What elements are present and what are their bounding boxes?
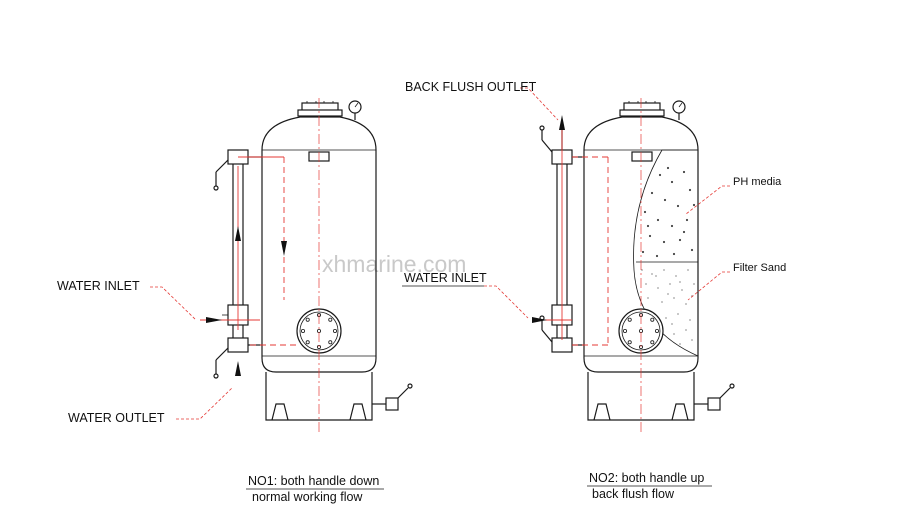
lower-valve-handle xyxy=(213,347,229,379)
upper-valve-handle xyxy=(539,125,553,153)
media-cutaway-outline xyxy=(633,149,699,357)
filter-sand-label: Filter Sand xyxy=(733,262,786,274)
back-flush-outlet-label: BACK FLUSH OUTLET xyxy=(405,80,537,94)
upper-valve-handle xyxy=(213,159,229,191)
tank-skirt xyxy=(265,372,373,421)
ph-media-leader xyxy=(685,185,730,215)
outlet-arrow xyxy=(235,361,241,376)
flow-arrow-down xyxy=(281,241,287,256)
drain-valve-icon xyxy=(694,383,735,411)
top-flange xyxy=(619,101,665,117)
pressure-gauge-icon xyxy=(348,100,362,120)
water-inlet-label: WATER INLET xyxy=(57,279,140,293)
caption-flow: back flush flow xyxy=(592,487,675,501)
inlet-arrow xyxy=(206,317,222,323)
lower-valve-handle xyxy=(539,315,553,343)
nameplate xyxy=(631,151,653,162)
water-inlet-leader xyxy=(150,286,197,321)
tank-skirt xyxy=(587,372,695,421)
ph-media-fill xyxy=(641,166,696,258)
water-outlet-leader xyxy=(176,387,233,420)
ph-media-label: PH media xyxy=(733,176,782,188)
tank-vessel xyxy=(583,116,699,373)
caption-flow: normal working flow xyxy=(252,490,363,504)
tank-diagram-back-flush: BACK FLUSH OUTLET WATER INLET PH media F… xyxy=(402,80,786,501)
water-outlet-label: WATER OUTLET xyxy=(68,411,165,425)
caption-mode: NO1: both handle down xyxy=(248,474,379,488)
pressure-gauge-icon xyxy=(672,100,686,120)
inlet-arrow xyxy=(532,317,547,323)
tank-vessel xyxy=(261,116,377,373)
back-flush-leader xyxy=(520,87,559,121)
flow-arrow-up xyxy=(235,226,241,241)
caption-mode: NO2: both handle up xyxy=(589,471,704,485)
tank-diagram-normal-flow: WATER INLET WATER OUTLET NO1: both handl… xyxy=(57,98,413,504)
drain-valve-icon xyxy=(372,383,413,411)
watermark-text: xhmarine.com xyxy=(322,251,466,277)
back-flush-arrow xyxy=(559,115,565,130)
top-flange xyxy=(297,101,343,117)
flow-path xyxy=(540,124,609,346)
external-piping xyxy=(546,128,584,353)
water-inlet-label: WATER INLET xyxy=(404,271,487,285)
water-inlet-leader xyxy=(484,285,529,319)
filter-sand-leader xyxy=(687,271,730,301)
external-piping xyxy=(222,149,262,353)
